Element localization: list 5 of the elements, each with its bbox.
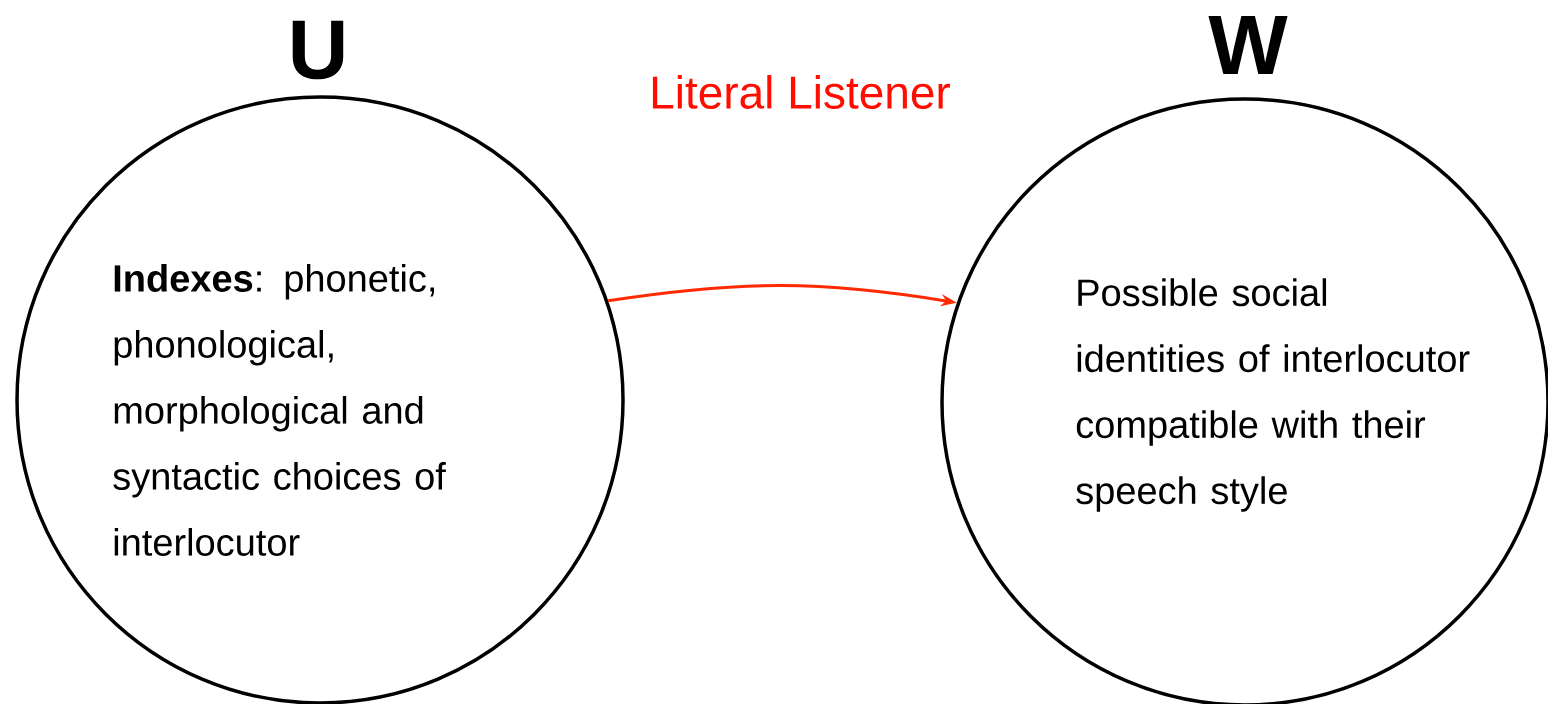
title: Literal Listener — [652, 75, 950, 109]
body-text: Indexes: phonetic, phonological, morphological and syntactic choices of interlocutor — [113, 264, 446, 556]
heading: U — [292, 20, 344, 80]
body-text: Possible social identities of interlocutor compatible with their speech style — [1076, 278, 1470, 512]
heading: W — [1208, 16, 1288, 74]
